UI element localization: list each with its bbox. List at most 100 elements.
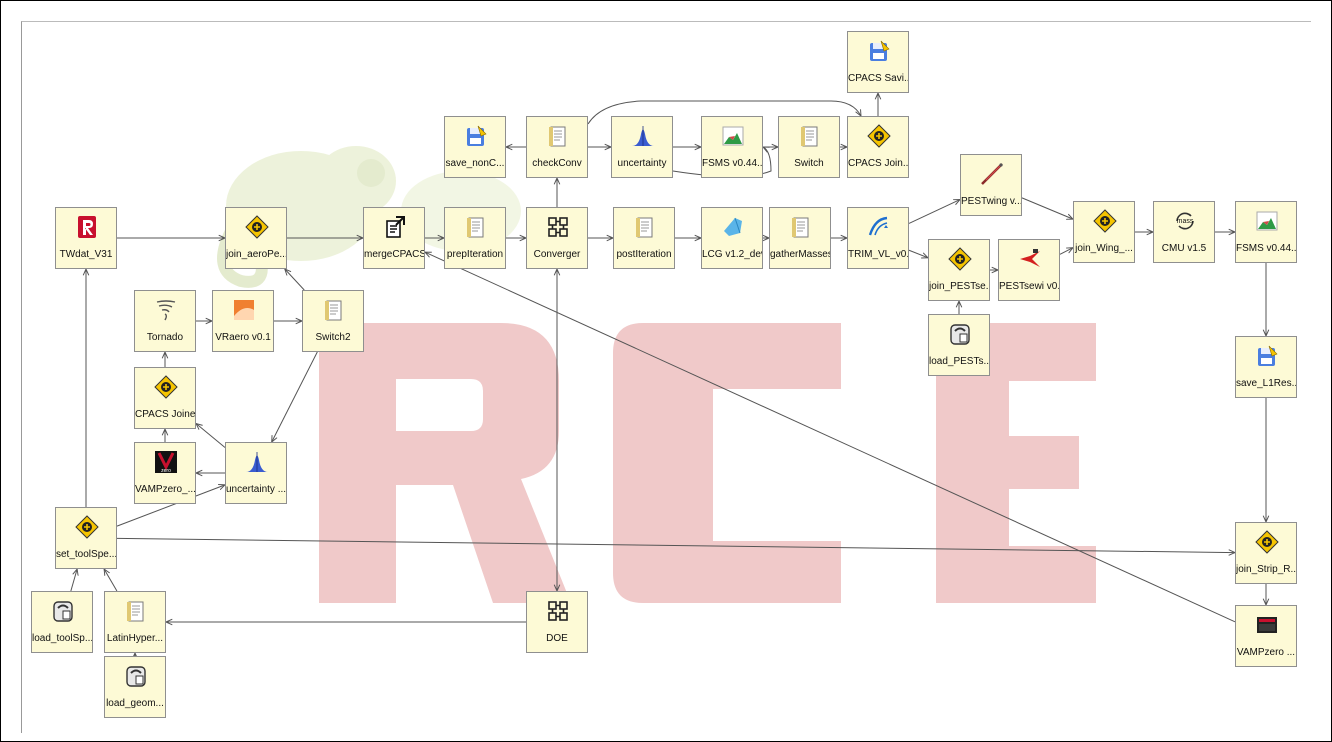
connection-trim-to-join_pest[interactable] xyxy=(909,250,928,258)
save-disk-icon xyxy=(867,39,891,63)
node-twdat[interactable]: TWdat_V31 xyxy=(55,207,117,269)
script-icon xyxy=(633,215,657,239)
node-label: set_toolSpe... xyxy=(56,549,116,560)
connection-uncertainty_left-to-cpacs_joiner_left[interactable] xyxy=(196,424,225,448)
node-trim[interactable]: TRIM_VL_v0... xyxy=(847,207,909,269)
node-vampzero-right[interactable]: VAMPzero ... xyxy=(1235,605,1297,667)
node-label: DOE xyxy=(527,633,587,644)
node-label: uncertainty xyxy=(612,158,672,169)
node-latin-hyper[interactable]: LatinHyper... xyxy=(104,591,166,653)
connection-vampzero_right-to-merge_cpacs[interactable] xyxy=(425,252,1235,622)
node-label: VRaero v0.1 xyxy=(213,332,273,343)
vampzero-screen-icon xyxy=(1255,613,1279,637)
connection-trim-to-pestwing[interactable] xyxy=(909,200,960,224)
node-label: mergeCPACS xyxy=(364,249,424,260)
node-label: FSMS v0.44... xyxy=(702,158,762,169)
node-join-pest[interactable]: join_PESTse... xyxy=(928,239,990,301)
connection-switch2-to-uncertainty_left[interactable] xyxy=(272,352,318,442)
node-join-wing[interactable]: join_Wing_... xyxy=(1073,201,1135,263)
node-doe[interactable]: DOE xyxy=(526,591,588,653)
node-label: join_Wing_... xyxy=(1074,243,1134,254)
rce-logo-icon xyxy=(75,215,99,239)
node-lcg[interactable]: LCG v1.2_dev xyxy=(701,207,763,269)
joiner-icon xyxy=(1093,209,1117,233)
node-label: load_geom... xyxy=(105,698,165,709)
node-save-nonc[interactable]: save_nonC... xyxy=(444,116,506,178)
save-disk-icon xyxy=(1255,344,1279,368)
joiner-icon xyxy=(1255,530,1279,554)
node-cpacs-join-top[interactable]: CPACS Join... xyxy=(847,116,909,178)
node-label: join_aeroPe... xyxy=(226,249,286,260)
node-switch2[interactable]: Switch2 xyxy=(302,290,364,352)
node-label: load_toolSp... xyxy=(32,633,92,644)
node-tornado[interactable]: Tornado xyxy=(134,290,196,352)
node-label: CPACS Savi... xyxy=(848,73,908,84)
distribution-icon xyxy=(245,450,269,474)
node-vraero[interactable]: VRaero v0.1 xyxy=(212,290,274,352)
distribution-icon xyxy=(631,124,655,148)
node-label: gatherMasses xyxy=(770,249,830,260)
node-label: save_nonC... xyxy=(445,158,505,169)
script-icon xyxy=(124,599,148,623)
connection-latin_hyper-to-set_tool[interactable] xyxy=(104,569,117,591)
script-icon xyxy=(546,124,570,148)
svg-text:mass: mass xyxy=(1177,218,1194,225)
node-pestwing[interactable]: PESTwing v... xyxy=(960,154,1022,216)
node-uncertainty-left[interactable]: uncertainty ... xyxy=(225,442,287,504)
fsms-chart-icon xyxy=(1255,209,1279,233)
node-converger[interactable]: Converger xyxy=(526,207,588,269)
node-switch-top[interactable]: Switch xyxy=(778,116,840,178)
node-label: VAMPzero_... xyxy=(135,484,195,495)
node-prep-iteration[interactable]: prepIteration xyxy=(444,207,506,269)
node-label: LatinHyper... xyxy=(105,633,165,644)
node-label: CPACS Join... xyxy=(848,158,908,169)
node-label: TWdat_V31 xyxy=(56,249,116,260)
trim-curve-icon xyxy=(867,215,891,239)
joiner-icon xyxy=(75,515,99,539)
script-icon xyxy=(464,215,488,239)
node-label: postIteration xyxy=(614,249,674,260)
node-label: Tornado xyxy=(135,332,195,343)
node-label: checkConv xyxy=(527,158,587,169)
joiner-icon xyxy=(245,215,269,239)
node-label: join_Strip_R... xyxy=(1236,564,1296,575)
node-load-geom[interactable]: load_geom... xyxy=(104,656,166,718)
node-join-aero[interactable]: join_aeroPe... xyxy=(225,207,287,269)
node-cpacs-save[interactable]: CPACS Savi... xyxy=(847,31,909,93)
node-pestsewi[interactable]: PESTsewi v0.1 xyxy=(998,239,1060,301)
node-post-iteration[interactable]: postIteration xyxy=(613,207,675,269)
node-fsms-right[interactable]: FSMS v0.44... xyxy=(1235,201,1297,263)
script-icon xyxy=(798,124,822,148)
node-label: CMU v1.5 xyxy=(1154,243,1214,254)
joiner-icon xyxy=(154,375,178,399)
node-label: save_L1Res... xyxy=(1236,378,1296,389)
node-check-conv[interactable]: checkConv xyxy=(526,116,588,178)
node-uncertainty-top[interactable]: uncertainty xyxy=(611,116,673,178)
node-set-tool[interactable]: set_toolSpe... xyxy=(55,507,117,569)
node-label: prepIteration xyxy=(445,249,505,260)
node-save-l1[interactable]: save_L1Res... xyxy=(1235,336,1297,398)
connection-switch2-to-join_aero[interactable] xyxy=(285,269,304,290)
node-label: CPACS Joiner xyxy=(135,409,195,420)
node-label: join_PESTse... xyxy=(929,281,989,292)
mass-cycle-icon: mass xyxy=(1173,209,1197,233)
merge-document-icon xyxy=(383,215,407,239)
node-fsms-top[interactable]: FSMS v0.44... xyxy=(701,116,763,178)
save-disk-icon xyxy=(464,124,488,148)
pestsewi-icon xyxy=(1018,247,1042,271)
connection-pestsewi-to-join_wing[interactable] xyxy=(1060,248,1073,255)
node-load-tool[interactable]: load_toolSp... xyxy=(31,591,93,653)
node-join-strip[interactable]: join_Strip_R... xyxy=(1235,522,1297,584)
connection-pestwing-to-join_wing[interactable] xyxy=(1022,198,1073,219)
node-gather-masses[interactable]: gatherMasses xyxy=(769,207,831,269)
node-load-pest[interactable]: load_PESTs... xyxy=(928,314,990,376)
node-cpacs-joiner-left[interactable]: CPACS Joiner xyxy=(134,367,196,429)
connection-load_tool-to-set_tool[interactable] xyxy=(71,569,77,591)
svg-text:zero: zero xyxy=(161,468,171,474)
converger-icon xyxy=(546,599,570,623)
node-merge-cpacs[interactable]: mergeCPACS xyxy=(363,207,425,269)
